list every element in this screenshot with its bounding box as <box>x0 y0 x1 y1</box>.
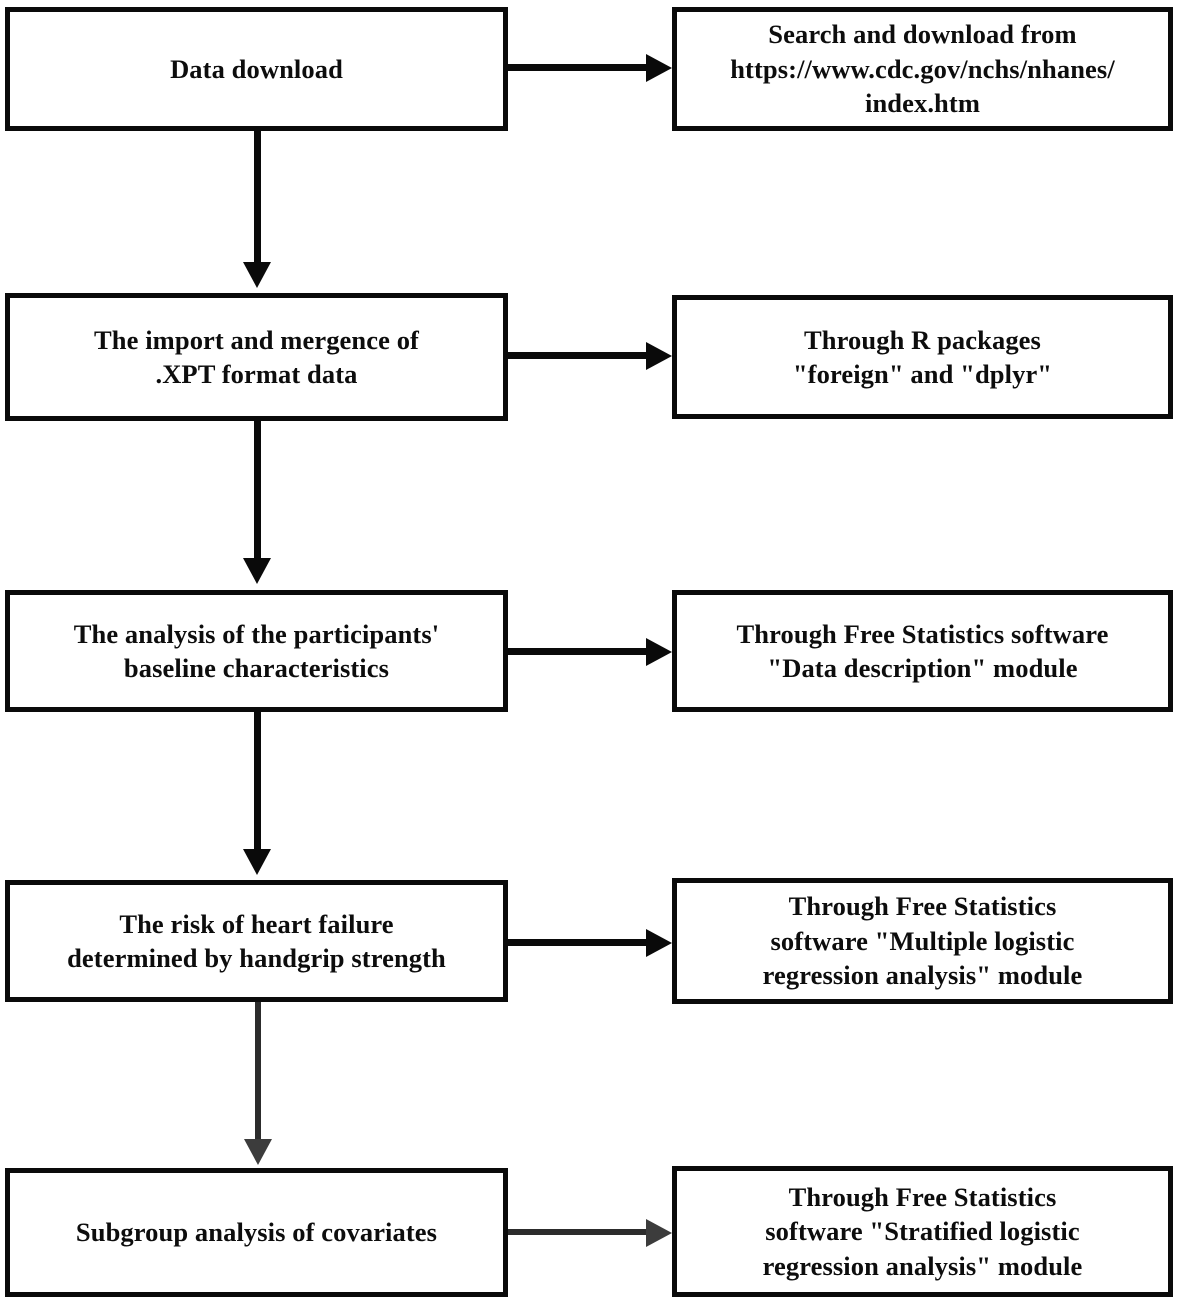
connector-step-1-to-2-line <box>254 131 261 268</box>
node-step-3-left-label: The analysis of the participants' baseli… <box>73 618 440 683</box>
connector-step-4-arrowhead <box>646 929 672 957</box>
node-step-5-right: Through Free Statistics software "Strati… <box>672 1166 1173 1297</box>
node-step-1-right: Search and download from https://www.cdc… <box>672 7 1173 131</box>
connector-step-3-line <box>508 648 650 655</box>
node-step-2-right: Through R packages "foreign" and "dplyr" <box>672 295 1173 419</box>
connector-step-2-arrowhead <box>646 342 672 370</box>
connector-step-1-arrowhead <box>646 54 672 82</box>
node-step-3-left: The analysis of the participants' baseli… <box>5 590 508 712</box>
node-step-4-left-label: The risk of heart failure determined by … <box>67 908 446 973</box>
connector-step-3-to-4-line <box>254 712 261 852</box>
node-step-5-left-label: Subgroup analysis of covariates <box>75 1217 438 1248</box>
connector-step-2-to-3-arrowhead <box>243 558 271 584</box>
node-step-5-right-label: Through Free Statistics software "Strati… <box>762 1181 1083 1281</box>
node-step-3-right: Through Free Statistics software "Data d… <box>672 590 1173 712</box>
node-step-3-right-label: Through Free Statistics software "Data d… <box>736 618 1109 683</box>
node-step-4-right-label: Through Free Statistics software "Multip… <box>762 891 1083 991</box>
connector-step-1-line <box>508 64 650 71</box>
node-step-4-left: The risk of heart failure determined by … <box>5 880 508 1002</box>
connector-step-5-line <box>508 1229 650 1235</box>
node-step-1-left: Data download <box>5 7 508 131</box>
node-step-2-left-label: The import and mergence of .XPT format d… <box>94 324 419 389</box>
connector-step-3-to-4-arrowhead <box>243 849 271 875</box>
node-step-2-left: The import and mergence of .XPT format d… <box>5 293 508 421</box>
connector-step-4-line <box>508 939 650 946</box>
connector-step-3-arrowhead <box>646 638 672 666</box>
connector-step-1-to-2-arrowhead <box>243 262 271 288</box>
node-step-1-right-label: Search and download from https://www.cdc… <box>730 19 1115 119</box>
connector-step-5-arrowhead <box>646 1219 672 1247</box>
connector-step-2-line <box>508 352 650 359</box>
node-step-4-right: Through Free Statistics software "Multip… <box>672 878 1173 1004</box>
node-step-1-left-label: Data download <box>170 53 343 84</box>
connector-step-4-to-5-line <box>255 1002 261 1142</box>
node-step-2-right-label: Through R packages "foreign" and "dplyr" <box>792 324 1053 389</box>
node-step-5-left: Subgroup analysis of covariates <box>5 1168 508 1297</box>
connector-step-2-to-3-line <box>254 421 261 561</box>
connector-step-4-to-5-arrowhead <box>244 1139 272 1165</box>
